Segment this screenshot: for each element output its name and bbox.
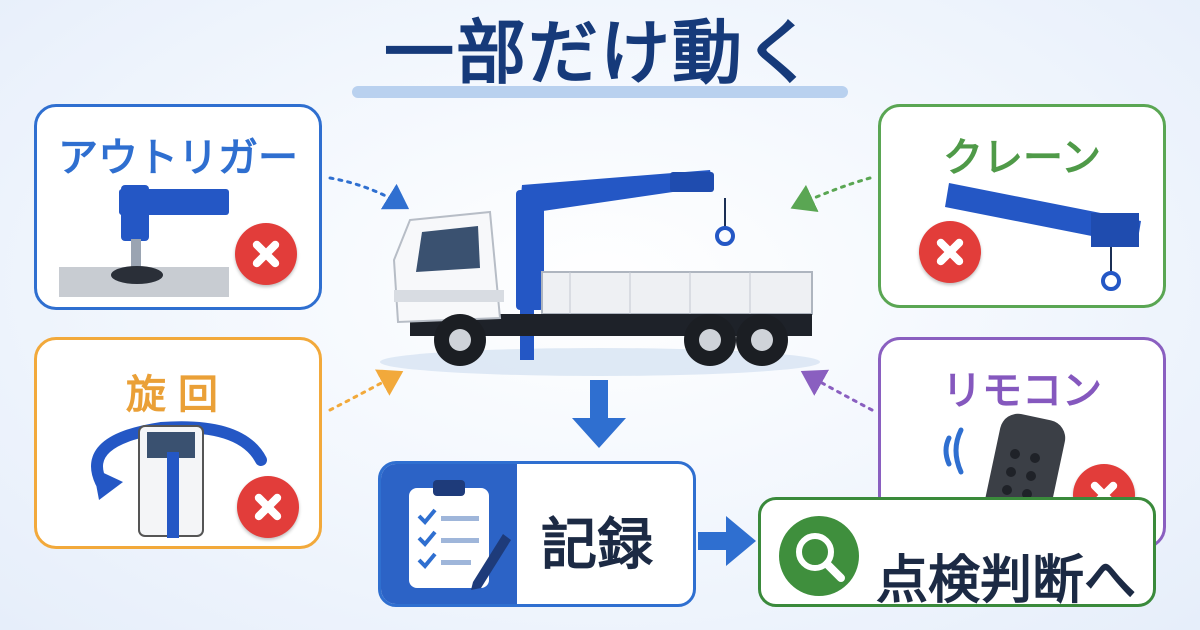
judgment-label: 点検判断へ [876, 551, 1137, 611]
x-mark-icon [237, 476, 299, 538]
record-icon-background [381, 464, 517, 604]
record-label: 記録 [541, 513, 653, 578]
panel-remote-title: リモコン [942, 368, 1102, 414]
title-underline [352, 86, 848, 98]
arrow-rotation [328, 369, 404, 412]
clipboard-checklist-icon [409, 480, 511, 590]
panel-outrigger-title: アウトリガー [58, 135, 298, 181]
magnifier-icon [779, 516, 859, 596]
arrow-crane [790, 176, 872, 213]
panel-rotation: 旋回 [34, 337, 322, 549]
right-arrow-icon [698, 516, 756, 566]
panel-rotation-title: 旋回 [126, 372, 230, 418]
panel-crane: クレーン [878, 104, 1166, 308]
panel-crane-title: クレーン [943, 135, 1101, 181]
page-title: 一部だけ動く [384, 12, 816, 94]
crane-truck-illustration [380, 170, 820, 376]
judgment-box [758, 497, 1156, 607]
rotation-icon [91, 421, 267, 538]
arrow-remote [800, 369, 874, 412]
crane-boom-icon [945, 183, 1141, 291]
record-box: 記録 [378, 461, 696, 607]
panel-outrigger: アウトリガー [34, 104, 322, 310]
outrigger-icon [59, 185, 229, 297]
x-mark-icon [919, 221, 981, 283]
down-arrow-icon [572, 380, 626, 448]
arrow-outrigger [328, 176, 410, 210]
x-mark-icon [235, 223, 297, 285]
